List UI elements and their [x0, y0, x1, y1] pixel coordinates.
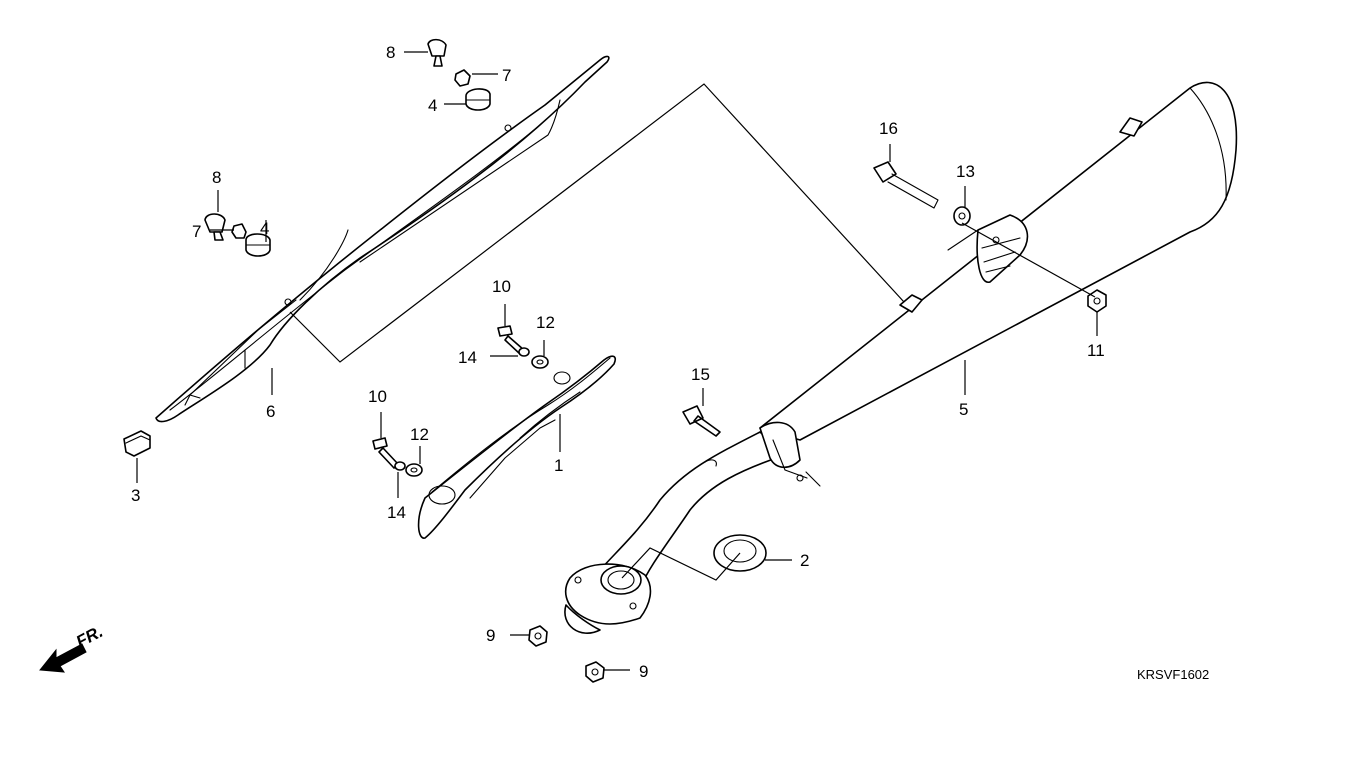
muffler-part-5: [564, 81, 1238, 634]
callout-4-top: 4: [428, 96, 437, 115]
bolt-part-10-left: [372, 437, 399, 469]
callout-15: 15: [691, 365, 710, 384]
callout-13: 13: [956, 162, 975, 181]
end-cap-part-3: [123, 430, 151, 457]
front-arrow-icon: [39, 643, 87, 673]
callout-11: 11: [1087, 341, 1105, 360]
hardware: [204, 38, 1107, 683]
callout-10-right: 10: [492, 277, 511, 296]
callout-6: 6: [266, 402, 275, 421]
diagram-code: KRSVF1602: [1137, 667, 1209, 682]
collar-part-7-left: [231, 223, 247, 239]
washer-part-12-left: [405, 463, 423, 477]
callout-9-bottom: 9: [639, 662, 648, 681]
nut-part-11: [1087, 289, 1107, 313]
callout-2: 2: [800, 551, 809, 570]
callout-7-top: 7: [502, 66, 511, 85]
nut-part-9-bottom: [585, 661, 605, 683]
front-direction-marker: FR.: [39, 622, 106, 673]
callout-4-left: 4: [260, 219, 269, 238]
callout-1: 1: [554, 456, 563, 475]
collar-part-7-top: [454, 69, 471, 87]
callout-14-left: 14: [387, 503, 406, 522]
callout-14-right: 14: [458, 348, 477, 367]
bolt-part-8-top: [427, 38, 447, 67]
protector-part-1: [417, 355, 617, 539]
callout-labels: 8 7 4 8 4 7 6 3 1 10 12 14 10 12 14 2 5 …: [131, 43, 1105, 681]
callout-12-left: 12: [410, 425, 429, 444]
assembly-lines: [289, 83, 1096, 581]
washer-part-13: [953, 206, 971, 226]
bolt-part-8-left: [204, 213, 226, 241]
bolt-part-15: [682, 405, 721, 437]
callout-12-right: 12: [536, 313, 555, 332]
callout-9-top: 9: [486, 626, 495, 645]
callout-3: 3: [131, 486, 140, 505]
washer-part-12-right: [531, 355, 549, 369]
washer-part-14-right: [518, 347, 530, 357]
nut-part-9-top: [528, 625, 548, 647]
callout-8-top: 8: [386, 43, 395, 62]
callout-8-left: 8: [212, 168, 221, 187]
muffler-protector-part-6: [155, 55, 610, 423]
callout-5: 5: [959, 400, 968, 419]
callout-16: 16: [879, 119, 898, 138]
callout-7-left: 7: [192, 222, 201, 241]
leader-lines: [136, 51, 1098, 671]
washer-part-14-left: [394, 461, 406, 471]
bolt-part-16: [873, 161, 897, 183]
callout-10-left: 10: [368, 387, 387, 406]
